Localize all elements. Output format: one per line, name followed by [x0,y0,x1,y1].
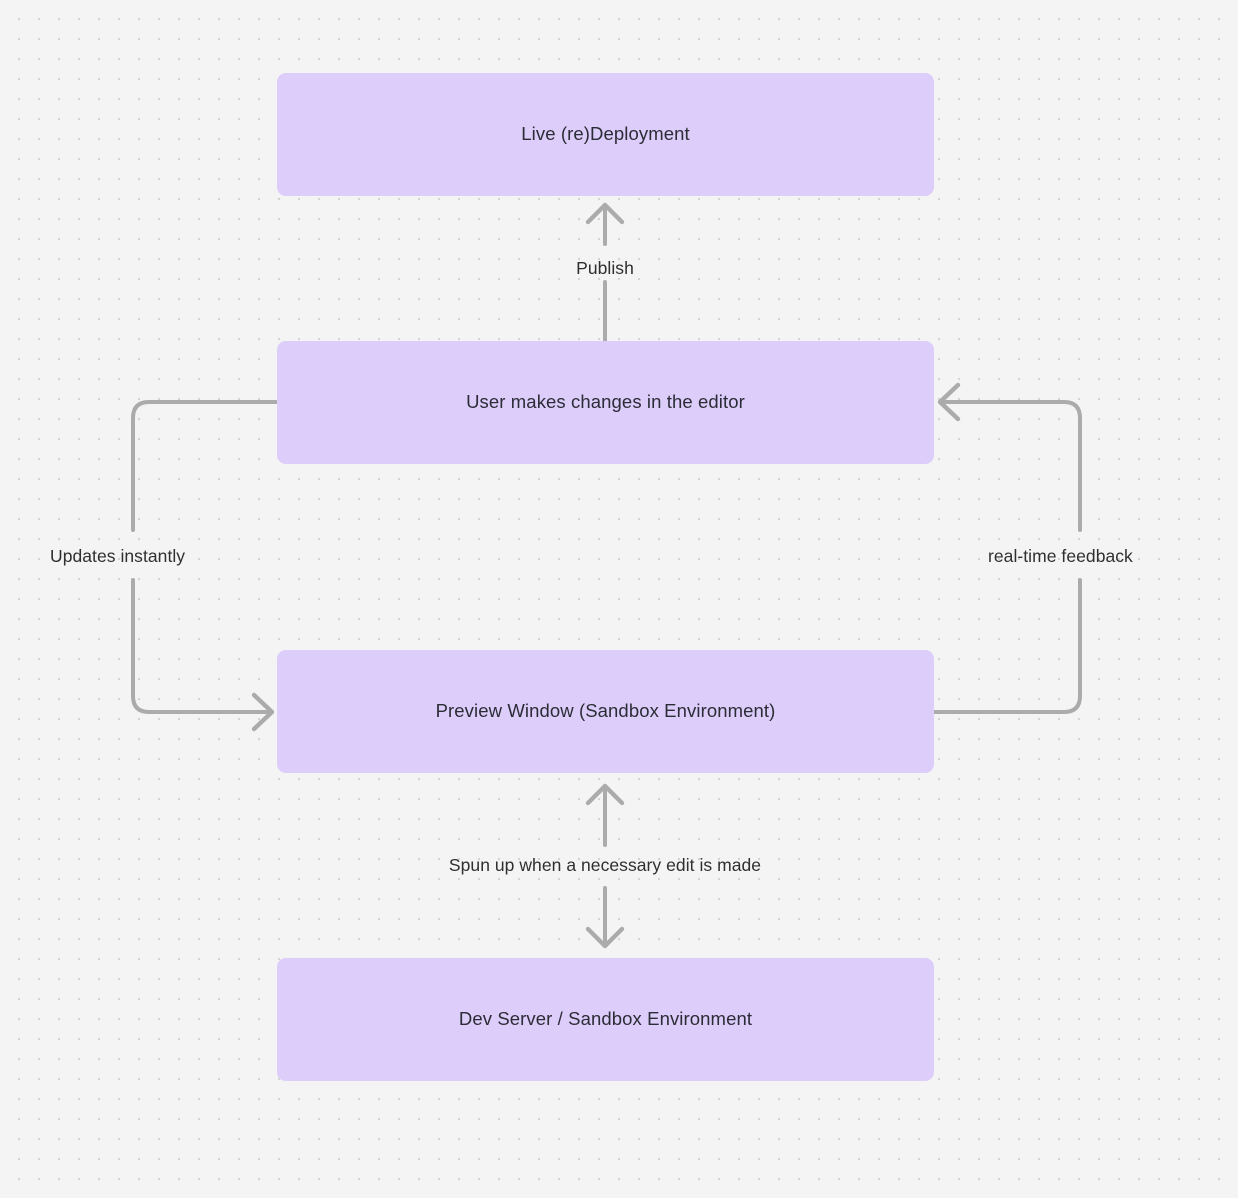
node-live-redeployment[interactable]: Live (re)Deployment [277,73,934,196]
edge-feedback-lower-segment [932,578,1082,714]
edge-spun-up-arrowhead-down [585,926,625,949]
edge-updates-arrowhead-right [251,692,275,732]
node-preview-window-label: Preview Window (Sandbox Environment) [435,700,776,722]
node-dev-server-sandbox-environment[interactable]: Dev Server / Sandbox Environment [277,958,934,1081]
node-preview-window-sandbox-environment[interactable]: Preview Window (Sandbox Environment) [277,650,934,773]
node-user-makes-changes-in-the-editor[interactable]: User makes changes in the editor [277,341,934,464]
edge-feedback-arrowhead-left [937,382,961,422]
node-dev-server-label: Dev Server / Sandbox Environment [458,1008,753,1030]
edge-updates-upper-segment [131,400,279,532]
node-user-makes-changes-label: User makes changes in the editor [466,391,745,413]
node-live-redeployment-label: Live (re)Deployment [521,123,690,145]
edge-spun-up-arrowhead-up [585,783,625,806]
edge-updates-lower-segment [131,578,274,714]
edge-label-spun-up-when-a-necessary-edit-is-made: Spun up when a necessary edit is made [448,855,762,875]
edge-publish-arrowhead-up [585,202,625,225]
edge-feedback-upper-segment [938,400,1082,532]
edge-label-updates-instantly: Updates instantly [50,546,186,566]
edge-label-publish: Publish [576,258,634,278]
edge-label-real-time-feedback: real-time feedback [988,546,1133,566]
